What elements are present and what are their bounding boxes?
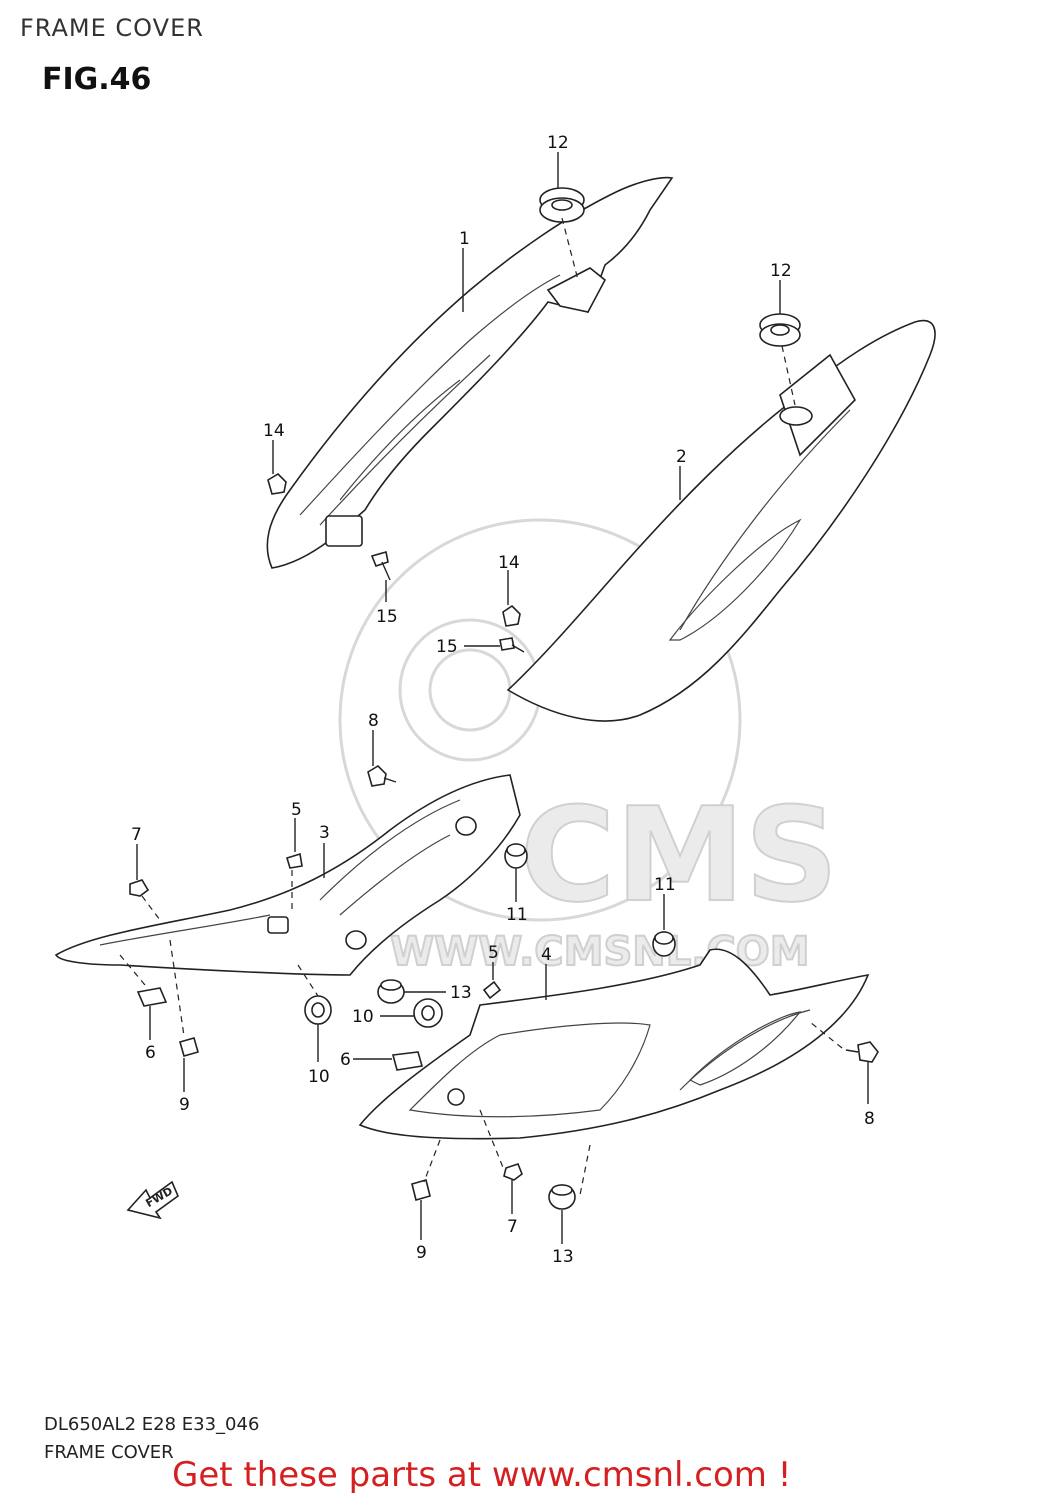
part-12-grommet-b <box>759 313 801 347</box>
part-2-frame-cover-upper-right <box>506 319 936 722</box>
part-3-frame-cover-lower-left <box>54 774 521 976</box>
watermark-brand: CMS <box>520 779 838 931</box>
part-9-nut-b <box>411 1179 431 1201</box>
part-5-clip-a <box>286 852 303 869</box>
diagram-code: DL650AL2 E28 E33_046 <box>44 1414 260 1435</box>
part-11-bushing-a <box>504 843 528 869</box>
part-8-bolt-b <box>845 1041 879 1063</box>
callout-8: 8 <box>368 711 379 731</box>
callout-4: 4 <box>541 945 552 965</box>
part-5-clip-b <box>482 980 502 1000</box>
part-14-bolt-a <box>267 472 287 495</box>
callout-6: 6 <box>340 1050 351 1070</box>
callout-6: 6 <box>145 1043 156 1063</box>
part-15-screw-a <box>370 550 391 581</box>
diagram-name: FRAME COVER <box>44 1442 174 1463</box>
part-13-damper-a <box>377 979 405 1004</box>
promo-link[interactable]: Get these parts at www.cmsnl.com ! <box>172 1455 792 1495</box>
part-9-nut-a <box>179 1037 199 1057</box>
part-10-grommet-b <box>413 998 443 1028</box>
figure-number: FIG.46 <box>42 62 152 97</box>
callout-14: 14 <box>498 553 520 573</box>
leader-lines <box>119 152 869 1244</box>
part-4-frame-cover-lower-right <box>358 948 870 1140</box>
part-14-bolt-b <box>502 604 521 627</box>
part-7-screw-b <box>503 1163 523 1181</box>
callout-7: 7 <box>507 1217 518 1237</box>
callout-12: 12 <box>547 133 569 153</box>
page-title: FRAME COVER <box>20 14 204 42</box>
part-7-screw-a <box>129 879 150 897</box>
callout-5: 5 <box>488 943 499 963</box>
part-13-damper-b <box>548 1184 576 1210</box>
callout-11: 11 <box>506 905 528 925</box>
callout-13: 13 <box>552 1247 574 1267</box>
callout-14: 14 <box>263 421 285 441</box>
callout-12: 12 <box>770 261 792 281</box>
callout-11: 11 <box>654 875 676 895</box>
callout-10: 10 <box>308 1067 330 1087</box>
callout-15: 15 <box>376 607 398 627</box>
callout-5: 5 <box>291 800 302 820</box>
part-12-grommet-a <box>539 187 585 223</box>
part-6-pad-b <box>391 1051 424 1071</box>
part-8-bolt-a <box>367 764 397 787</box>
callout-7: 7 <box>131 825 142 845</box>
callout-8: 8 <box>864 1109 875 1129</box>
callout-9: 9 <box>416 1243 427 1263</box>
part-15-screw-b <box>499 637 525 653</box>
callout-10: 10 <box>352 1007 374 1027</box>
callout-1: 1 <box>459 229 470 249</box>
part-10-grommet-a <box>304 995 332 1025</box>
part-6-pad-a <box>136 987 168 1007</box>
callout-15: 15 <box>436 637 458 657</box>
fwd-arrow-icon: FWD <box>126 1180 179 1220</box>
part-11-bushing-b <box>652 931 676 957</box>
callout-9: 9 <box>179 1095 190 1115</box>
callout-2: 2 <box>676 447 687 467</box>
callout-13: 13 <box>450 983 472 1003</box>
callout-3: 3 <box>319 823 330 843</box>
part-1-frame-cover-upper-left <box>266 176 674 569</box>
